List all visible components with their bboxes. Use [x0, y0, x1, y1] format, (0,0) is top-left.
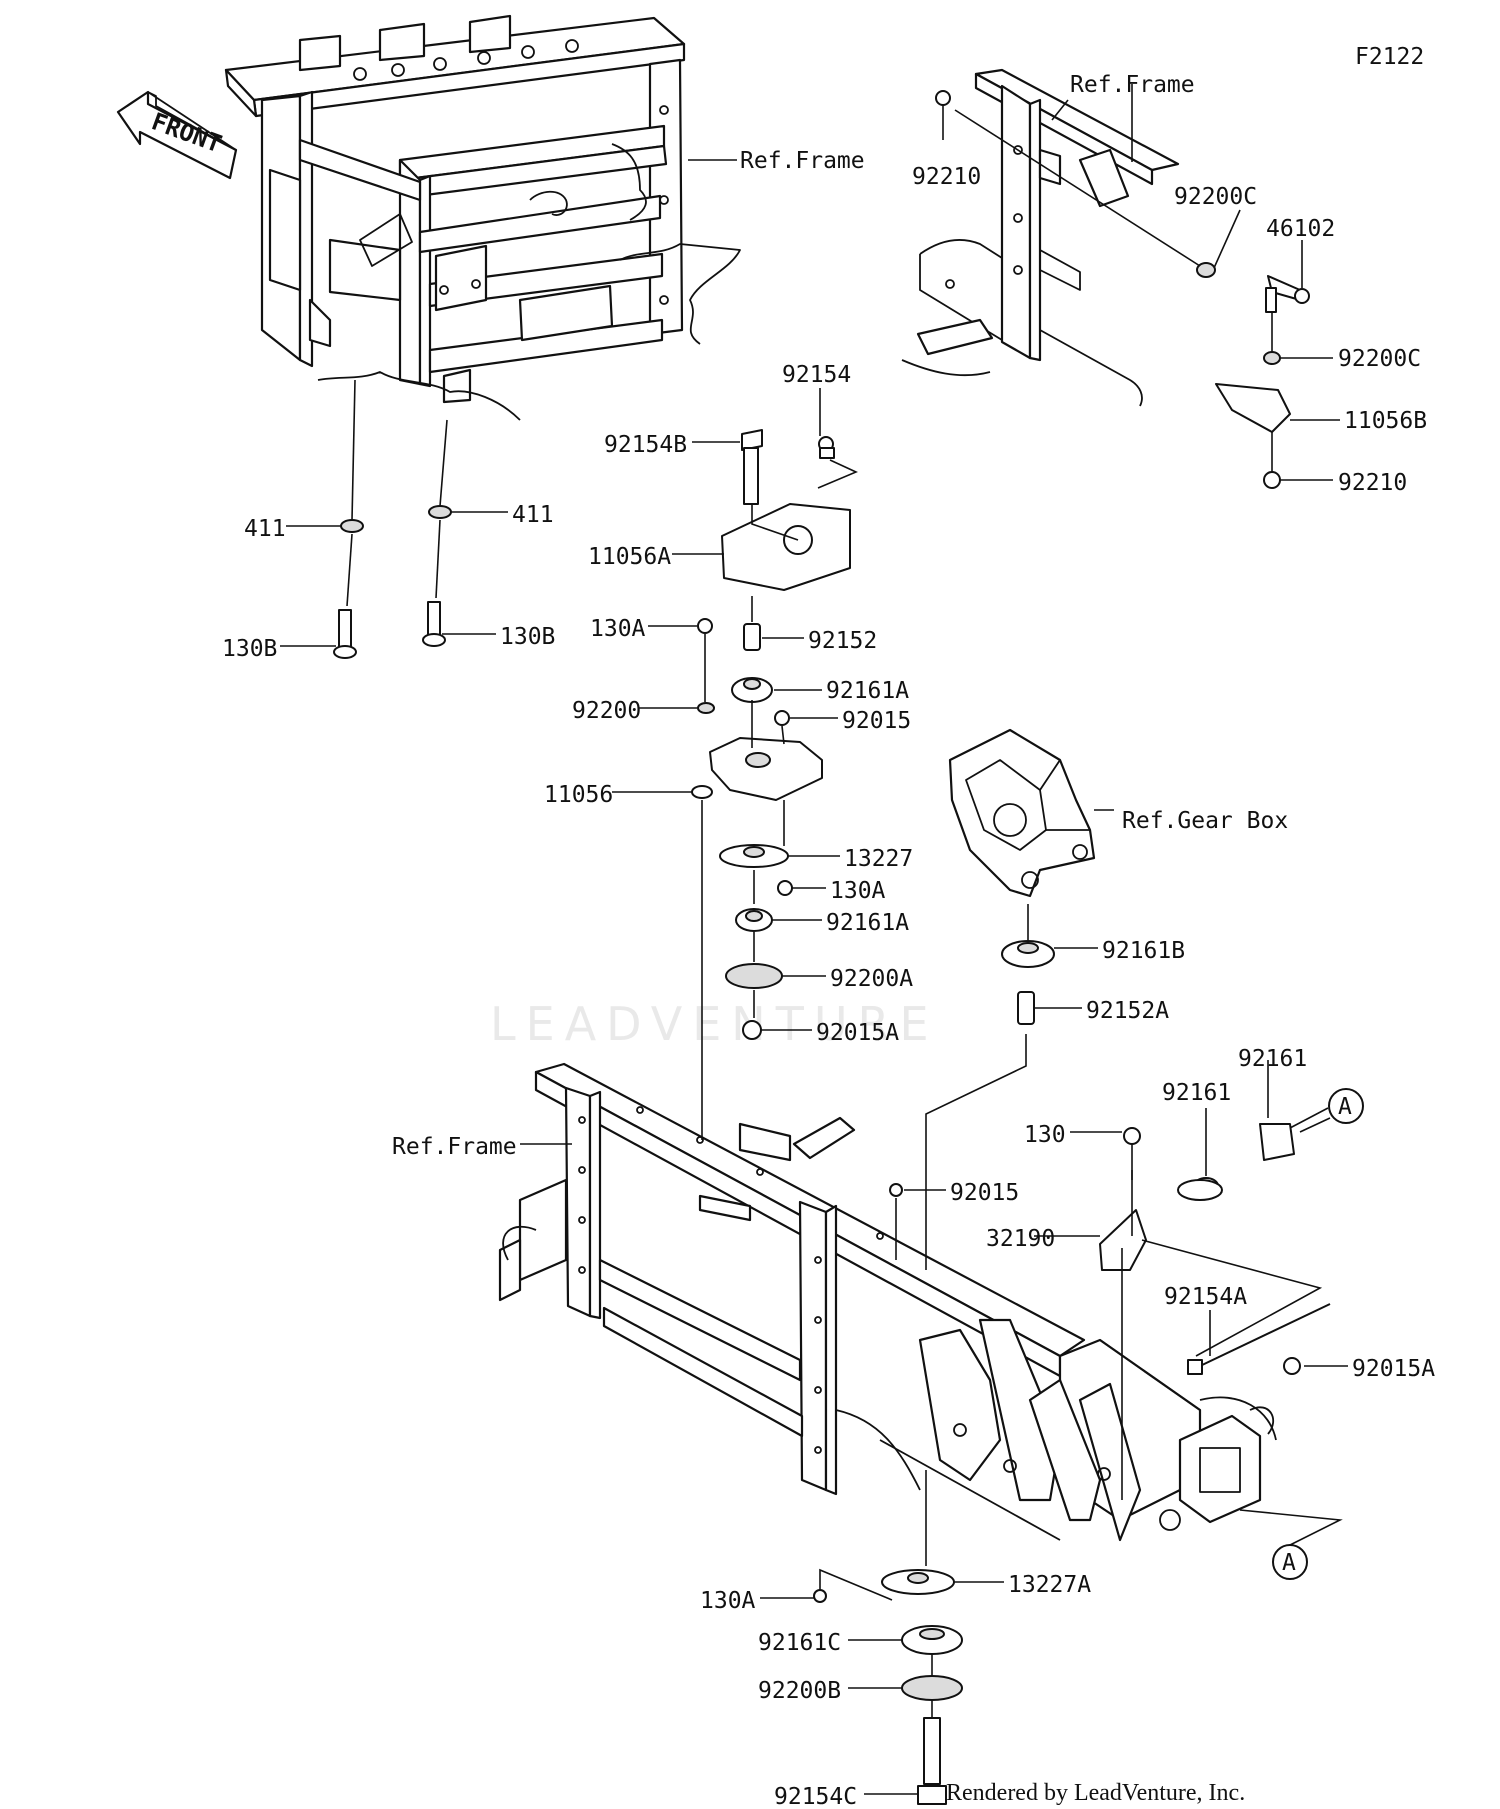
label-411-right: 411 — [512, 502, 554, 528]
gear-box-drawing — [948, 728, 1096, 898]
label-ref-frame-bottom: Ref.Frame — [392, 1134, 517, 1160]
label-92154a: 92154A — [1164, 1284, 1247, 1310]
callout-a-lower-label: A — [1282, 1550, 1296, 1576]
label-130a-1: 130A — [590, 616, 646, 642]
label-92015-2: 92015 — [950, 1180, 1019, 1206]
label-130b-right: 130B — [500, 624, 555, 650]
label-13227: 13227 — [844, 846, 913, 872]
label-130a-3: 130A — [700, 1588, 756, 1614]
credit-text: Rendered by LeadVenture, Inc. — [946, 1780, 1245, 1806]
label-130: 130 — [1024, 1122, 1066, 1148]
label-92154c: 92154C — [774, 1784, 857, 1809]
label-11056: 11056 — [544, 782, 613, 808]
diagram-code: F2122 — [1355, 44, 1424, 70]
label-92210-top: 92210 — [912, 164, 981, 190]
label-ref-frame-top-left: Ref.Frame — [740, 148, 865, 174]
front-arrow-icon: FRONT — [116, 90, 238, 180]
label-32190: 32190 — [986, 1226, 1055, 1252]
label-46102: 46102 — [1266, 216, 1335, 242]
leader-lines — [280, 84, 1348, 1795]
watermark-text: LEADVENTURE — [490, 997, 939, 1051]
label-92161a-2: 92161A — [826, 910, 909, 936]
label-92161-lower: 92161 — [1162, 1080, 1231, 1106]
label-11056a: 11056A — [588, 544, 671, 570]
label-92015a-2: 92015A — [1352, 1356, 1435, 1382]
label-92154: 92154 — [782, 362, 851, 388]
bottom-frame-drawing — [498, 1062, 1277, 1542]
label-92015a-1: 92015A — [816, 1020, 899, 1046]
label-411-left: 411 — [244, 516, 286, 542]
label-92200b: 92200B — [758, 1678, 841, 1704]
label-92200c-bottom: 92200C — [1338, 346, 1421, 372]
label-92200a: 92200A — [830, 966, 913, 992]
label-92015-1: 92015 — [842, 708, 911, 734]
label-130a-2: 130A — [830, 878, 886, 904]
label-92152: 92152 — [808, 628, 877, 654]
label-92161b: 92161B — [1102, 938, 1185, 964]
label-11056b: 11056B — [1344, 408, 1427, 434]
callout-a-upper: A — [1299, 1088, 1364, 1133]
label-130b-left: 130B — [222, 636, 277, 662]
top-left-frame-drawing — [224, 14, 741, 421]
label-92210-bottom: 92210 — [1338, 470, 1407, 496]
label-92154b: 92154B — [604, 432, 687, 458]
label-92200c-top: 92200C — [1174, 184, 1257, 210]
callout-a-lower: A — [1272, 1544, 1308, 1580]
label-ref-gear-box: Ref.Gear Box — [1122, 808, 1288, 834]
callout-a-upper-label: A — [1338, 1094, 1352, 1120]
label-13227a: 13227A — [1008, 1572, 1091, 1598]
label-92161c: 92161C — [758, 1630, 841, 1656]
part-labels: Ref.Frame Ref.Frame Ref.Frame Ref.Gear B… — [222, 72, 1435, 1809]
label-ref-frame-top-right: Ref.Frame — [1070, 72, 1195, 98]
label-92161a-1: 92161A — [826, 678, 909, 704]
label-92161-upper: 92161 — [1238, 1046, 1307, 1072]
label-92200: 92200 — [572, 698, 641, 724]
label-92152a: 92152A — [1086, 998, 1169, 1024]
